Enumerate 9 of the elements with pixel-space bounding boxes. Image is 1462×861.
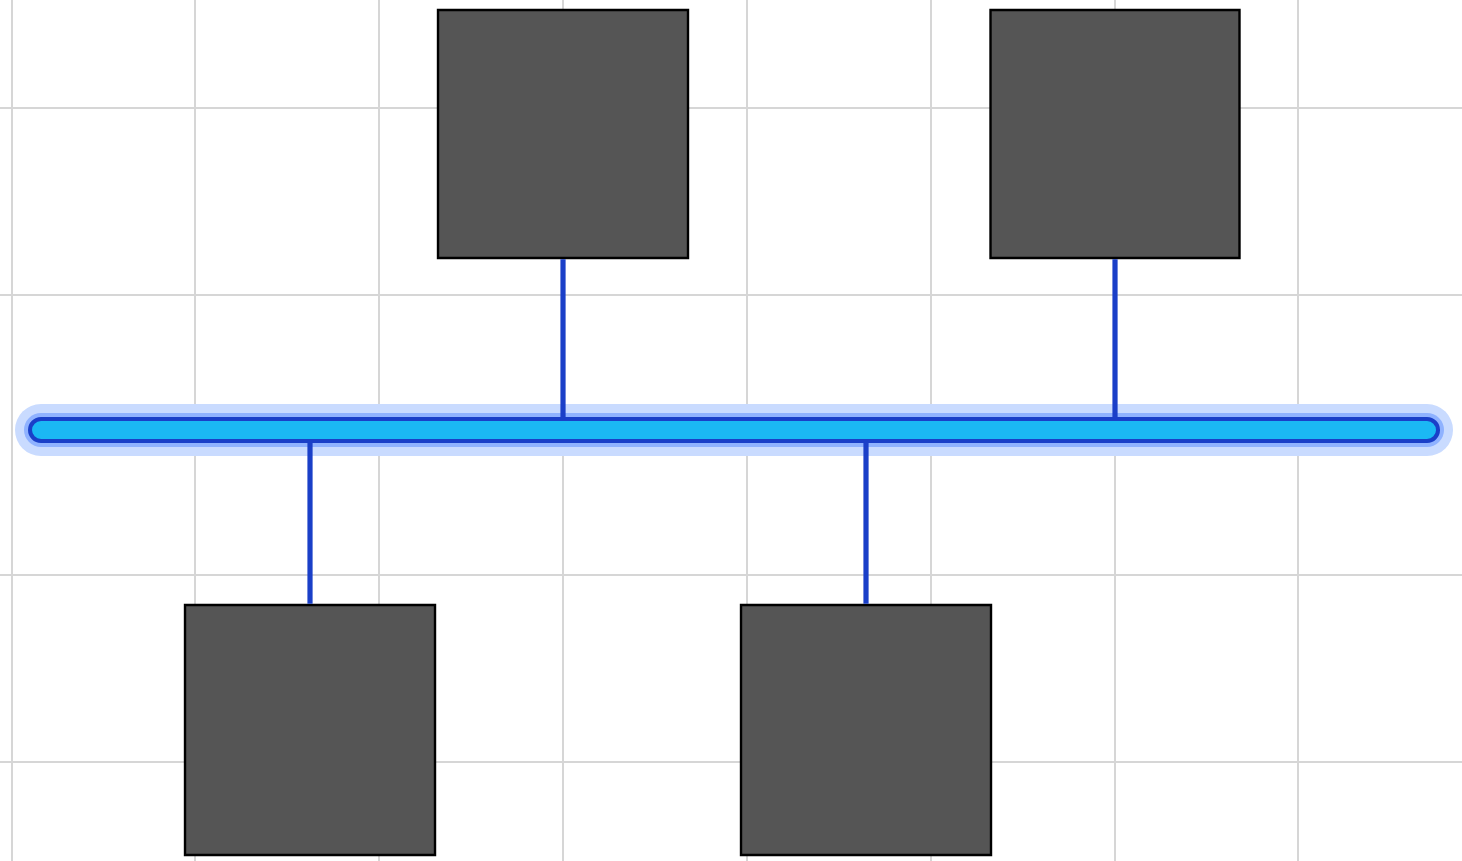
connector-line — [560, 259, 566, 417]
connector-line — [863, 443, 869, 604]
connector-line — [307, 443, 313, 604]
box — [436, 8, 690, 260]
box — [183, 603, 437, 857]
connector-line — [1112, 259, 1118, 417]
box — [989, 8, 1241, 260]
box — [739, 603, 993, 857]
bus-bar — [15, 404, 1453, 456]
